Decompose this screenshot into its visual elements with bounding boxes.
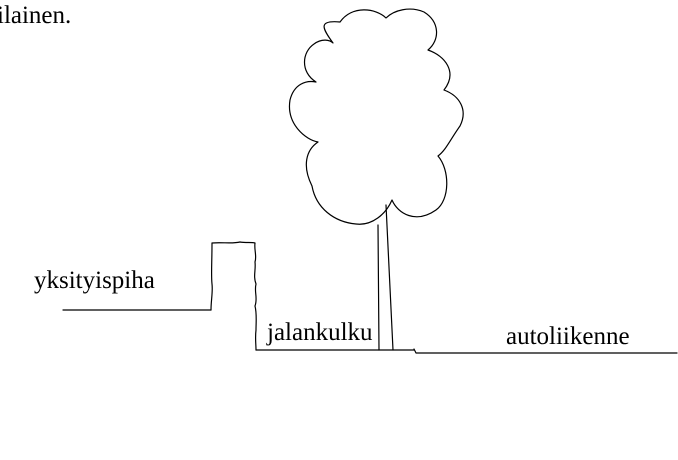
tree-crown (288, 8, 464, 225)
label-private-yard: yksityispiha (34, 267, 155, 294)
tree-trunk-left (377, 224, 380, 351)
label-sidewalk: jalankulku (267, 319, 373, 346)
tree-trunk-right (385, 204, 394, 351)
label-car-traffic: autoliikenne (506, 323, 630, 350)
wall-outline (210, 241, 257, 351)
heading-text-fragment: ilainen. (0, 2, 72, 29)
curb-step (413, 348, 678, 354)
